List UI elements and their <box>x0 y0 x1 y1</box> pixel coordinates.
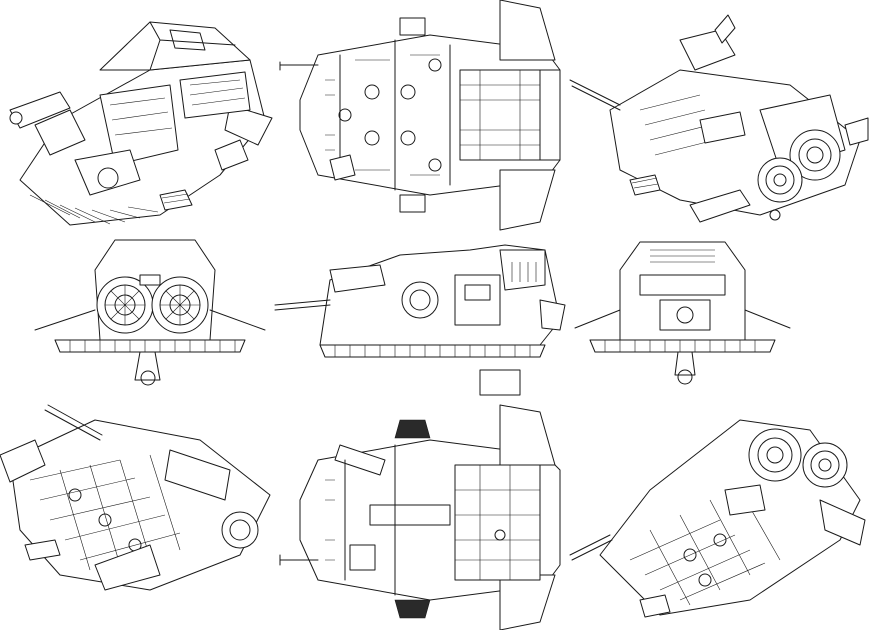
view-side <box>274 244 566 396</box>
view-rear <box>34 239 266 386</box>
view-iso-bottom-left <box>0 404 271 591</box>
view-top <box>279 0 561 231</box>
view-front <box>574 241 791 385</box>
view-bottom <box>279 404 561 630</box>
view-iso-front-left <box>9 21 273 226</box>
view-iso-rear-right <box>569 14 869 223</box>
view-iso-bottom-right <box>569 419 866 618</box>
